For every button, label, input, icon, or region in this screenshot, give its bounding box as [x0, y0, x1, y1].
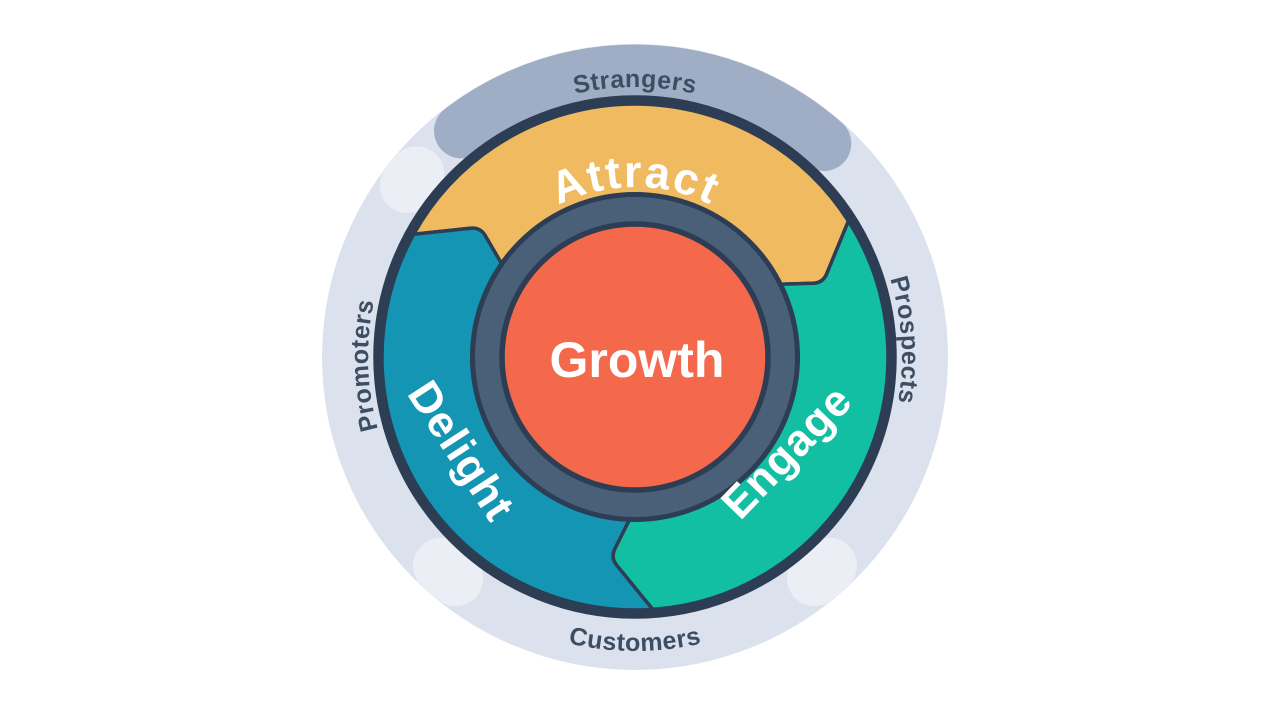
growth-circle	[499, 221, 771, 493]
hub-outline	[470, 192, 800, 522]
outer-ring-tab-lower-left	[413, 537, 484, 606]
strangers-arc	[434, 44, 852, 171]
outer-ring-tab-upper-left	[379, 146, 445, 213]
hub-ring	[475, 197, 795, 517]
label-growth: Growth	[550, 332, 725, 388]
outer-ring-tab-lower-right	[786, 537, 857, 606]
wheel-outline	[373, 95, 897, 619]
